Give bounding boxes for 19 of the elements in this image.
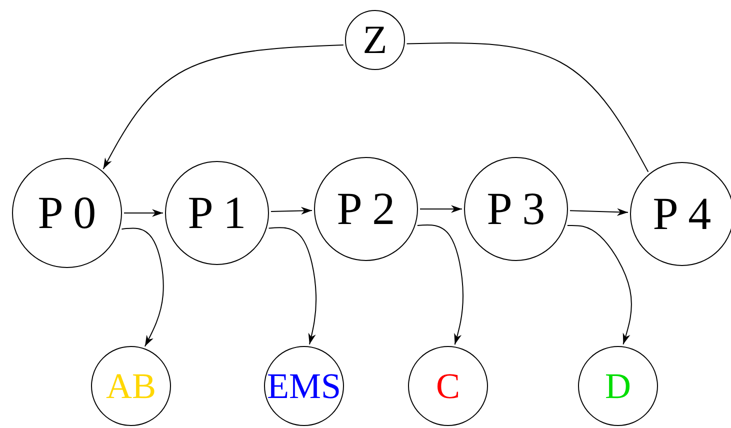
node-label: D — [605, 368, 631, 404]
node-label: P 2 — [336, 186, 396, 232]
node-label: P 0 — [38, 190, 96, 236]
node-label: P 3 — [486, 186, 546, 232]
arrow — [416, 224, 464, 346]
node-label: P 4 — [652, 191, 712, 237]
node-label: Z — [362, 20, 388, 60]
arrow — [566, 224, 632, 345]
node-label: EMS — [266, 368, 342, 404]
arrow — [268, 227, 317, 345]
arrow — [270, 206, 313, 215]
node-label: P 1 — [188, 190, 246, 236]
arrow — [121, 228, 164, 347]
arrow — [102, 44, 344, 170]
arrow — [420, 205, 462, 213]
node-label: C — [436, 368, 460, 404]
arrow — [569, 208, 629, 216]
arrow — [124, 209, 164, 217]
node-label: AB — [106, 368, 156, 404]
